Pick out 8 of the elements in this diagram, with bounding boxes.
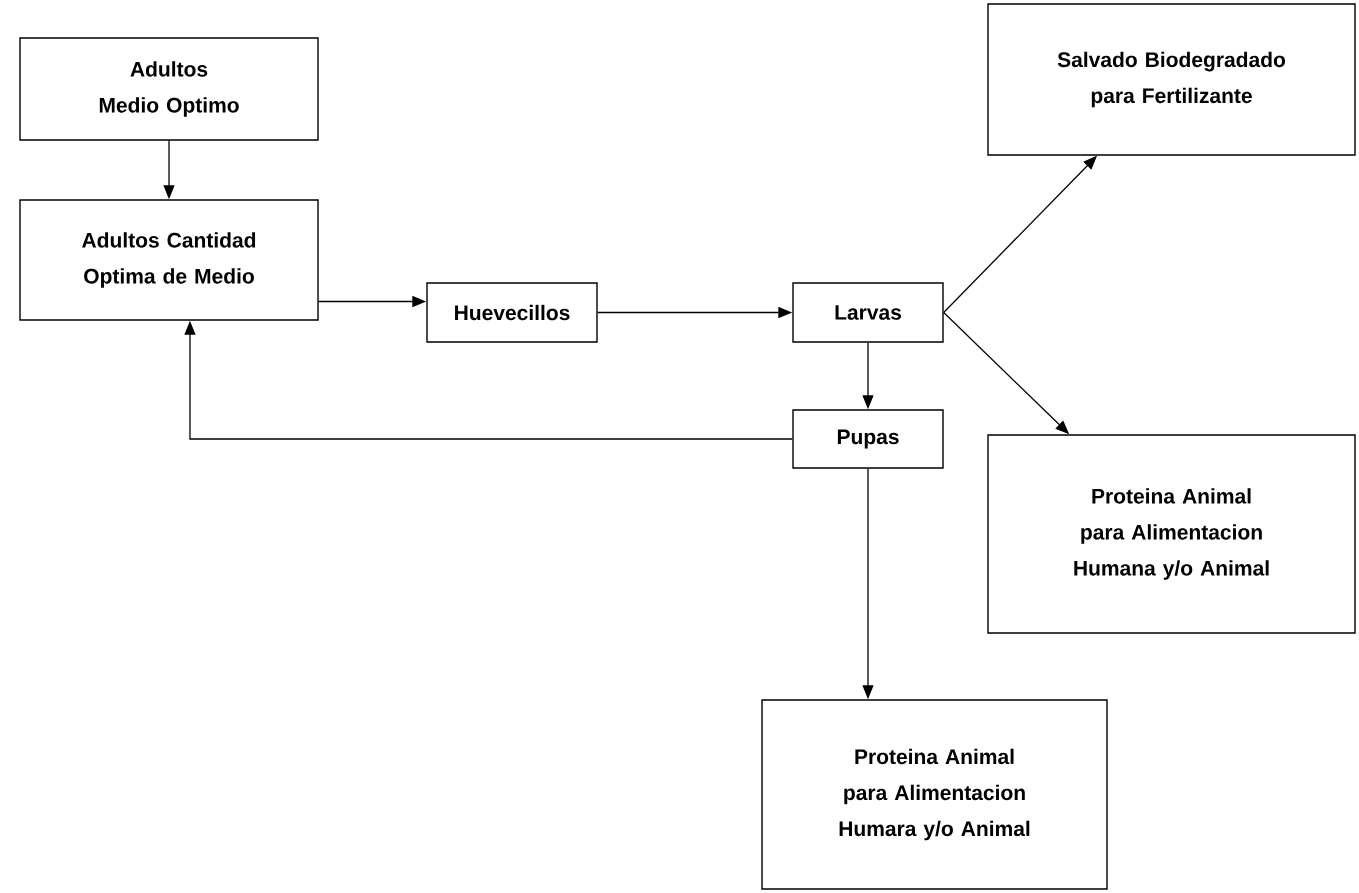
- process-box: Huevecillos: [426, 282, 598, 343]
- process-box: Proteina Animal para Alimentacion Humara y/o Animal: [761, 699, 1108, 890]
- process-box: Larvas: [792, 282, 944, 343]
- process-box: Adultos Medio Optimo: [19, 37, 319, 141]
- process-box: Proteina Animal para Alimentacion Humana y/o Animal: [987, 434, 1356, 634]
- process-box: Pupas: [792, 409, 944, 469]
- process-box: Salvado Biodegradado para Fertilizante: [987, 3, 1356, 156]
- process-box: Adultos Cantidad Optima de Medio: [19, 199, 319, 321]
